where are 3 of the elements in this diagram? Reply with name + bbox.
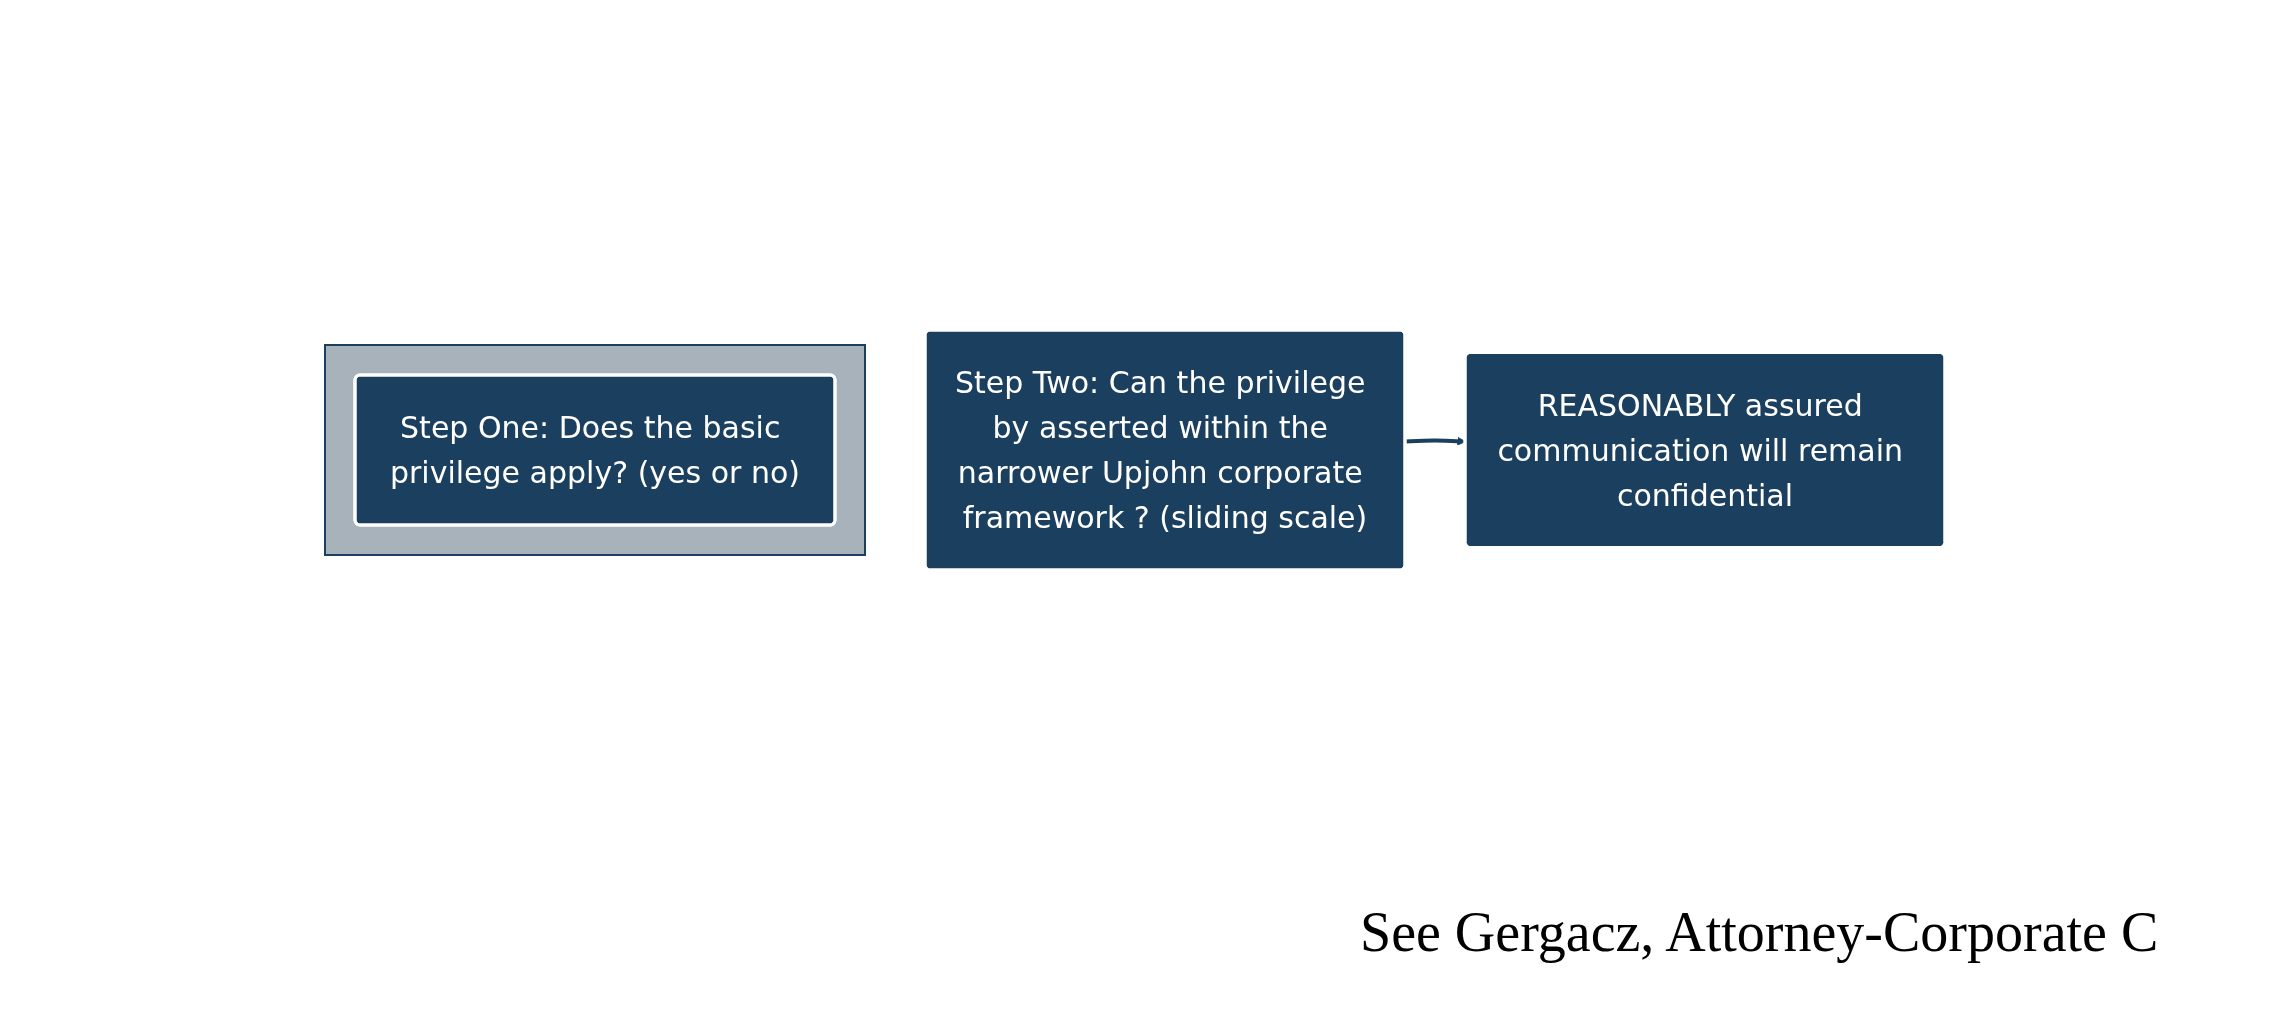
citation-note: See Gergacz, Attorney-Corporate C (1360, 900, 2159, 964)
cluster (324, 344, 866, 556)
arrow (1405, 436, 1466, 446)
